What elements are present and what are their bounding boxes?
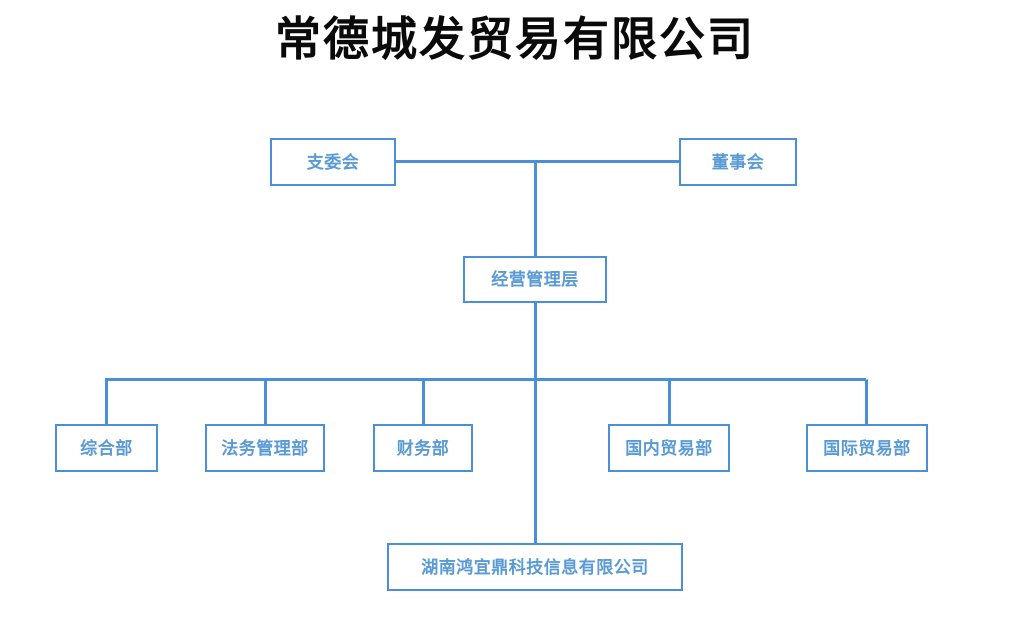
node-department-domestic-trade[interactable]: 国内贸易部	[608, 424, 730, 472]
node-department-international-trade[interactable]: 国际贸易部	[806, 424, 928, 472]
node-label: 法务管理部	[221, 438, 309, 458]
page-title: 常德城发贸易有限公司	[275, 14, 755, 65]
node-label: 支委会	[306, 152, 360, 172]
node-party-committee[interactable]: 支委会	[270, 138, 396, 186]
node-label: 湖南鸿宜鼎科技信息有限公司	[421, 557, 649, 577]
node-department-general-affairs[interactable]: 综合部	[55, 424, 158, 472]
node-label: 董事会	[711, 152, 765, 172]
node-board-of-directors[interactable]: 董事会	[679, 138, 797, 186]
node-label: 国际贸易部	[823, 438, 911, 458]
node-subsidiary-company[interactable]: 湖南鸿宜鼎科技信息有限公司	[387, 543, 683, 591]
node-management-layer[interactable]: 经营管理层	[463, 256, 607, 303]
node-label: 财务部	[396, 438, 450, 458]
node-label: 综合部	[80, 438, 133, 458]
node-label: 经营管理层	[491, 270, 579, 289]
node-department-finance[interactable]: 财务部	[373, 424, 473, 472]
node-department-legal-management[interactable]: 法务管理部	[205, 424, 325, 472]
node-label: 国内贸易部	[625, 438, 713, 458]
